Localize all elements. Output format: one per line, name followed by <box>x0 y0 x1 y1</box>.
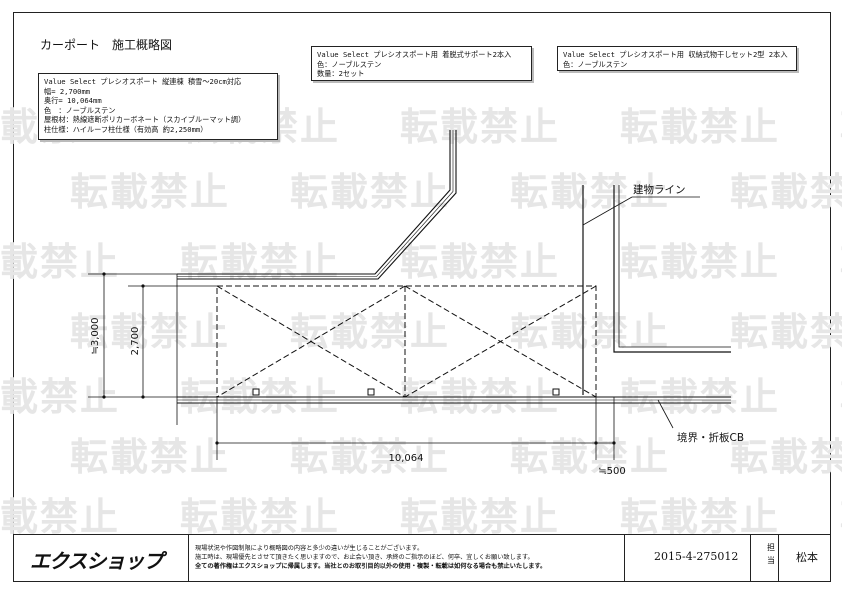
building-wall-right <box>613 185 731 353</box>
watermark-text: 転載禁止 <box>70 435 230 479</box>
footer-notes: 現場状況や作図制限により概略図の内容と多少の違いが生じることがございます。施工時… <box>195 544 546 571</box>
spec-carport-line-5: 柱仕様：ハイルーフ柱仕様（有効高 約2,250mm） <box>44 124 208 134</box>
spec-support-line-0: Value Select プレシオスポート用 着脱式サポート2本入 <box>317 50 512 59</box>
spec-carport-line-1: 幅= 2,700mm <box>44 86 91 96</box>
brand-logo: エクスショップ <box>30 549 163 573</box>
footer-note-2: 全ての著作権はエクスショップに帰属します。当社とのお取引目的以外の使用・複製・転… <box>195 563 547 570</box>
spec-box-dryer: Value Select プレシオスポート用 収納式物干しセット2型 2本入色：… <box>557 46 797 71</box>
watermark-text: 転載禁止 <box>730 310 842 354</box>
watermark-text: 転載禁止 <box>400 240 560 284</box>
watermark-text: 転載禁止 <box>180 240 340 284</box>
watermark-text: 転載禁止 <box>70 310 230 354</box>
boundary-wall-upper <box>177 130 457 280</box>
watermark-text: 転載禁止 <box>620 105 780 149</box>
watermark-text: 転載禁止 <box>730 435 842 479</box>
watermark-text: 転載禁止 <box>840 240 842 284</box>
dim-depth-total: ≒3,000 <box>90 317 101 354</box>
watermark-text: 転載禁止 <box>620 495 780 539</box>
watermark-text: 転載禁止 <box>840 495 842 539</box>
post-2 <box>367 388 375 396</box>
watermark-text: 転載禁止 <box>400 105 560 149</box>
spec-carport-line-3: 色 ：ノーブルステン <box>44 105 116 115</box>
carport-roof <box>216 285 597 398</box>
person-in-charge: 松本 <box>796 551 818 564</box>
dim-length: 10,064 <box>389 453 424 464</box>
watermark-text: 転載禁止 <box>840 105 842 149</box>
spec-carport-line-0: Value Select プレシオスポート 縦連棟 積雪～20cm対応 <box>44 77 242 86</box>
spec-box-support: Value Select プレシオスポート用 着脱式サポート2本入色：ノーブルス… <box>311 46 532 81</box>
footer-bar: エクスショップ 現場状況や作図制限により概略図の内容と多少の違いが生じることがご… <box>14 534 830 581</box>
watermark-text: 転載禁止 <box>840 375 842 419</box>
label-building-line: 建物ライン <box>633 183 686 196</box>
dim-width: 2,700 <box>130 327 141 356</box>
watermark-text: 転載禁止 <box>510 170 670 214</box>
watermark-text: 転載禁止 <box>290 435 450 479</box>
dimension-ticks <box>102 272 616 445</box>
drawing-code: 2015-4-275012 <box>654 550 739 563</box>
watermark-text: 転載禁止 <box>730 170 842 214</box>
drawing-frame <box>13 12 831 582</box>
watermark-text: 転載禁止 <box>0 495 120 539</box>
watermark-text: 転載禁止 <box>70 170 230 214</box>
watermark-text: 転載禁止 <box>620 240 780 284</box>
footer-note-0: 現場状況や作図制限により概略図の内容と多少の違いが生じることがございます。 <box>195 545 424 552</box>
watermark-text: 転載禁止 <box>290 170 450 214</box>
tanto-label: 担当 <box>767 543 775 565</box>
watermark-text: 転載禁止 <box>0 240 120 284</box>
page-title: カーポート 施工概略図 <box>40 38 173 52</box>
spec-support-line-2: 数量：2セット <box>317 69 365 79</box>
footer-note-1: 施工時は、現場優先とさせて頂きたく思いますので、お止会い頂き、承終のご指示のほど… <box>195 554 534 561</box>
post-3 <box>552 388 560 396</box>
spec-support-line-1: 色：ノーブルステン <box>317 59 382 69</box>
dimension-lines <box>88 196 700 460</box>
carport-posts <box>252 388 560 396</box>
spec-box-carport: Value Select プレシオスポート 縦連棟 積雪～20cm対応幅= 2,… <box>38 73 278 140</box>
watermark-text: 転載禁止 <box>400 495 560 539</box>
spec-dryer-line-1: 色：ノーブルステン <box>563 59 628 69</box>
watermark-text: 転載禁止 <box>290 310 450 354</box>
post-1 <box>252 388 260 396</box>
watermark-layer: 転載禁止転載禁止転載禁止転載禁止転載禁止転載禁止転載禁止転載禁止転載禁止転載禁止… <box>0 105 842 539</box>
building-outline <box>582 185 731 395</box>
spec-carport-line-4: 屋根材：熱線遮断ポリカーボネート（スカイブルーマット調） <box>44 115 246 125</box>
watermark-text: 転載禁止 <box>510 435 670 479</box>
watermark-text: 転載禁止 <box>180 495 340 539</box>
spec-carport-line-2: 奥行= 10,064mm <box>44 96 102 106</box>
dim-offset: ≒500 <box>598 466 625 477</box>
spec-dryer-line-0: Value Select プレシオスポート用 収納式物干しセット2型 2本入 <box>563 50 788 59</box>
label-boundary: 境界・折板CB <box>677 431 744 444</box>
